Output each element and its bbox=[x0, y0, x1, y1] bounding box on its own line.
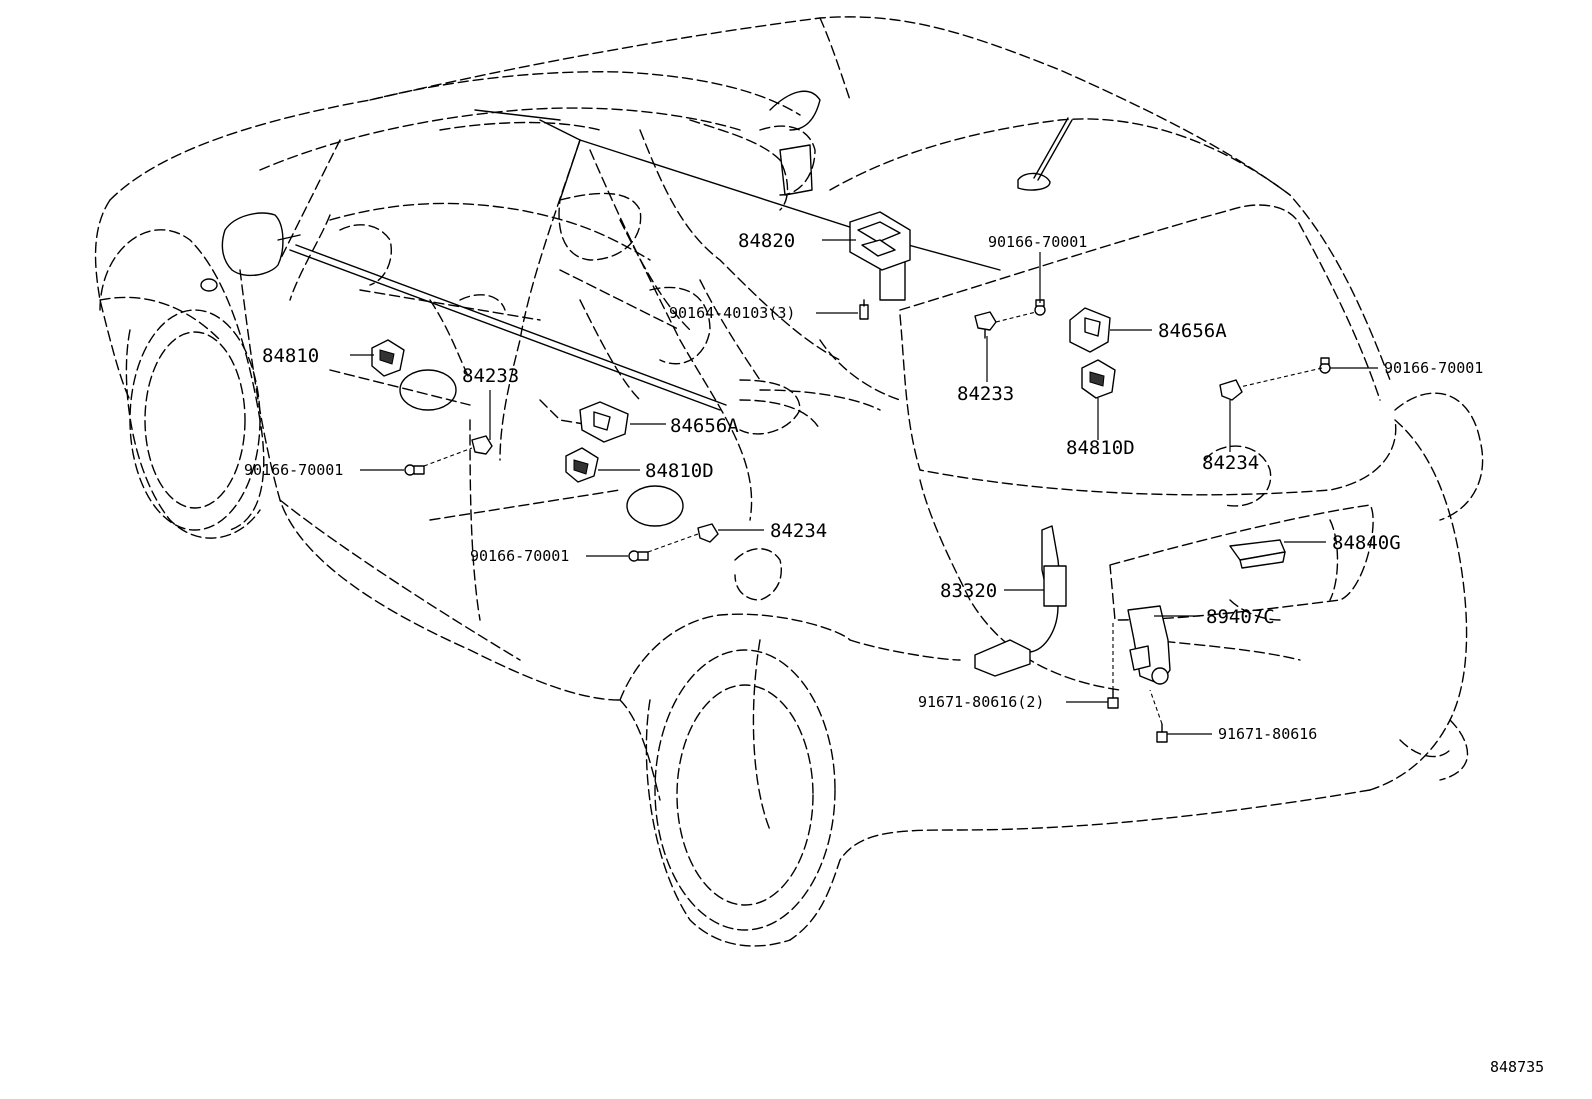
part-90166-screw-left bbox=[404, 464, 425, 476]
part-89407c-sensor bbox=[1127, 605, 1171, 685]
part-84233-left bbox=[471, 435, 493, 455]
part-90164-screw bbox=[859, 299, 869, 320]
callout-90166-70001-bottom-left: 90166-70001 bbox=[470, 547, 569, 565]
callout-90166-70001-left: 90166-70001 bbox=[244, 461, 343, 479]
part-84810d-right bbox=[1081, 359, 1116, 399]
car-body-outline bbox=[94, 16, 1484, 947]
leader-lines bbox=[350, 239, 1378, 735]
parts bbox=[371, 211, 1331, 743]
callout-91671-80616-2: 91671-80616(2) bbox=[918, 693, 1044, 711]
part-84234-left bbox=[697, 523, 719, 543]
figure-id: 848735 bbox=[1490, 1058, 1544, 1076]
part-84656a-left bbox=[579, 401, 629, 443]
callout-83320: 83320 bbox=[940, 580, 997, 602]
callout-84656a-left: 84656A bbox=[670, 415, 739, 437]
callout-90166-70001-right: 90166-70001 bbox=[1384, 359, 1483, 377]
callout-84810: 84810 bbox=[262, 345, 319, 367]
callout-90166-70001-top-right: 90166-70001 bbox=[988, 233, 1087, 251]
callout-84233-right: 84233 bbox=[957, 383, 1014, 405]
callout-84234-left: 84234 bbox=[770, 520, 827, 542]
part-84810-left bbox=[371, 339, 405, 377]
part-84656a-right bbox=[1069, 307, 1111, 353]
part-91671-bolt-b bbox=[1156, 723, 1168, 743]
part-83320-sender bbox=[974, 525, 1067, 677]
callout-84656a-right: 84656A bbox=[1158, 320, 1227, 342]
callout-84820: 84820 bbox=[738, 230, 795, 252]
callout-labels: 84820 90164-40103(3) 90166-70001 84656A … bbox=[244, 230, 1544, 1076]
part-91671-bolt-a bbox=[1107, 689, 1119, 709]
part-84810d-left bbox=[565, 447, 599, 483]
callout-84810d-left: 84810D bbox=[645, 460, 714, 482]
part-84234-right bbox=[1219, 379, 1243, 401]
part-84233-right bbox=[974, 311, 997, 339]
part-90166-screw-left-bottom bbox=[628, 550, 649, 562]
part-84820-switch bbox=[849, 211, 911, 301]
callout-91671-80616: 91671-80616 bbox=[1218, 725, 1317, 743]
callout-84840g: 84840G bbox=[1332, 532, 1401, 554]
callout-84234-right: 84234 bbox=[1202, 452, 1259, 474]
part-90166-screw-right-mid bbox=[1319, 357, 1331, 374]
callout-84810d-right: 84810D bbox=[1066, 437, 1135, 459]
callout-89407c: 89407C bbox=[1206, 606, 1275, 628]
callout-84233-left: 84233 bbox=[462, 365, 519, 387]
part-84840g-switch bbox=[1229, 539, 1286, 569]
callout-90164-40103: 90164-40103(3) bbox=[669, 304, 795, 322]
